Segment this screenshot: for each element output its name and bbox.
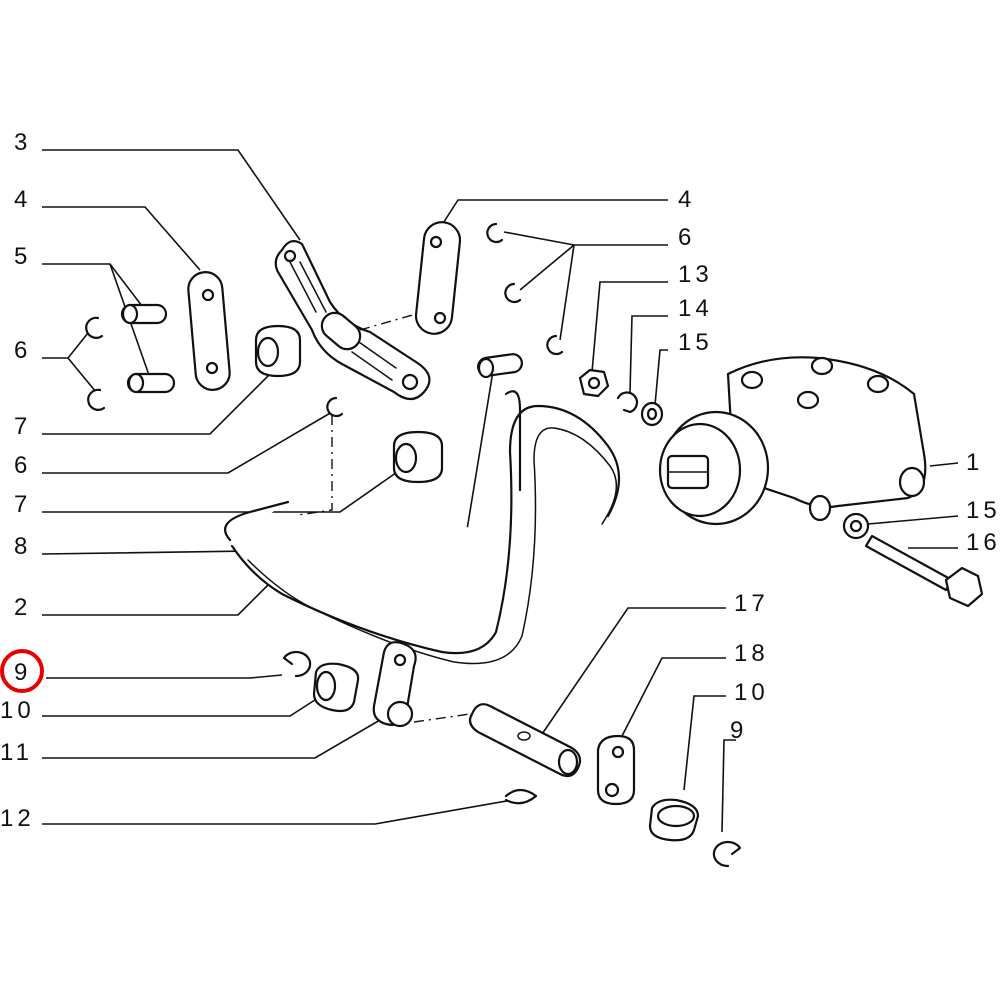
circlip-icon[interactable] — [546, 334, 564, 356]
callout-18[interactable]: 18 — [734, 640, 769, 667]
circlip-icon[interactable] — [282, 650, 312, 678]
bolt-icon[interactable] — [864, 534, 984, 608]
leader-6a — [42, 327, 93, 359]
leader-6-middle — [42, 411, 333, 474]
pump-housing-icon[interactable] — [658, 356, 927, 526]
bushing-icon[interactable] — [254, 324, 302, 378]
callout-17[interactable]: 17 — [734, 590, 769, 617]
leader-6r-c — [559, 244, 575, 341]
leader-7-lower — [42, 469, 401, 513]
leader-3 — [42, 149, 301, 241]
leader-6r-b — [519, 244, 575, 291]
parts — [85, 220, 984, 868]
callout-4-left[interactable]: 4 — [14, 186, 31, 213]
circlip-icon[interactable] — [326, 396, 344, 418]
leader-17 — [537, 607, 726, 741]
leader-14 — [629, 315, 668, 393]
leader-4-left — [42, 206, 201, 271]
leader-11 — [42, 719, 381, 759]
shaft-icon[interactable] — [468, 703, 582, 778]
callout-9-right[interactable]: 9 — [730, 717, 747, 744]
bushing-icon[interactable] — [392, 430, 444, 484]
callout-3[interactable]: 3 — [14, 129, 31, 156]
circlip-icon[interactable] — [712, 840, 742, 868]
link-plate-icon[interactable] — [414, 220, 462, 335]
leader-7-upper — [42, 371, 273, 435]
leader-1 — [929, 462, 959, 467]
leader-2 — [42, 584, 269, 616]
callout-14[interactable]: 14 — [678, 295, 713, 322]
leader-18 — [621, 657, 726, 737]
callout-7-lower[interactable]: 7 — [14, 491, 31, 518]
leader-9-left — [46, 674, 283, 679]
leader-15-lower — [867, 515, 959, 525]
washer-icon[interactable] — [842, 512, 870, 540]
pin-icon[interactable] — [477, 353, 523, 379]
leader-5a — [42, 263, 146, 311]
washer-icon[interactable] — [640, 401, 664, 427]
callout-13[interactable]: 13 — [678, 261, 713, 288]
callout-5[interactable]: 5 — [14, 243, 31, 270]
circlip-icon[interactable] — [504, 282, 522, 304]
callout-2[interactable]: 2 — [14, 594, 31, 621]
leader-10-left — [42, 697, 319, 717]
circlip-icon[interactable] — [87, 388, 106, 411]
callout-7-upper[interactable]: 7 — [14, 413, 31, 440]
lever-arm-icon[interactable] — [274, 239, 431, 401]
callout-6-right[interactable]: 6 — [678, 224, 695, 251]
link-plate-icon[interactable] — [187, 271, 231, 392]
highlight-circle — [0, 649, 44, 693]
right-callouts: 4 6 13 14 15 1 15 16 17 18 10 9 — [439, 186, 1000, 833]
circlip-icon[interactable] — [85, 316, 104, 339]
callout-10-left[interactable]: 10 — [0, 697, 35, 724]
callout-16[interactable]: 16 — [966, 529, 1000, 556]
callout-9-left[interactable]: 9 — [14, 659, 31, 686]
leader-4-right — [439, 199, 668, 229]
stabilizer-bar-outline — [247, 427, 618, 665]
callout-4-right[interactable]: 4 — [678, 186, 695, 213]
leader-12 — [42, 799, 513, 825]
leader-6r-a — [503, 231, 668, 246]
spring-washer-icon[interactable] — [616, 391, 639, 414]
leader-9-right — [721, 739, 736, 833]
axis-line — [413, 713, 471, 723]
callout-15-lower[interactable]: 15 — [966, 497, 1000, 524]
callout-6-middle[interactable]: 6 — [14, 452, 31, 479]
callout-12[interactable]: 12 — [0, 805, 35, 832]
nut-icon[interactable] — [578, 368, 610, 398]
callout-1[interactable]: 1 — [966, 449, 983, 476]
spring-washer-icon[interactable] — [504, 788, 538, 805]
circlip-icon[interactable] — [486, 222, 504, 244]
bushing-icon[interactable] — [312, 662, 360, 713]
leader-10-right — [683, 695, 726, 791]
drop-link-icon[interactable] — [372, 641, 417, 728]
leader-6b — [67, 357, 97, 393]
pin-icon[interactable] — [126, 372, 176, 394]
leader-13 — [591, 281, 668, 373]
callout-8[interactable]: 8 — [14, 533, 31, 560]
callout-15-upper[interactable]: 15 — [678, 329, 713, 356]
bushing-icon[interactable] — [648, 798, 700, 842]
pin-icon[interactable] — [120, 303, 168, 325]
leader-15-upper — [654, 349, 668, 406]
callout-10-right[interactable]: 10 — [734, 679, 769, 706]
stabilizer-bar-icon[interactable] — [224, 390, 620, 655]
callout-6-left[interactable]: 6 — [14, 337, 31, 364]
callout-11[interactable]: 11 — [0, 739, 33, 766]
axis-line — [297, 415, 333, 516]
plate-bracket-icon[interactable] — [596, 734, 636, 806]
